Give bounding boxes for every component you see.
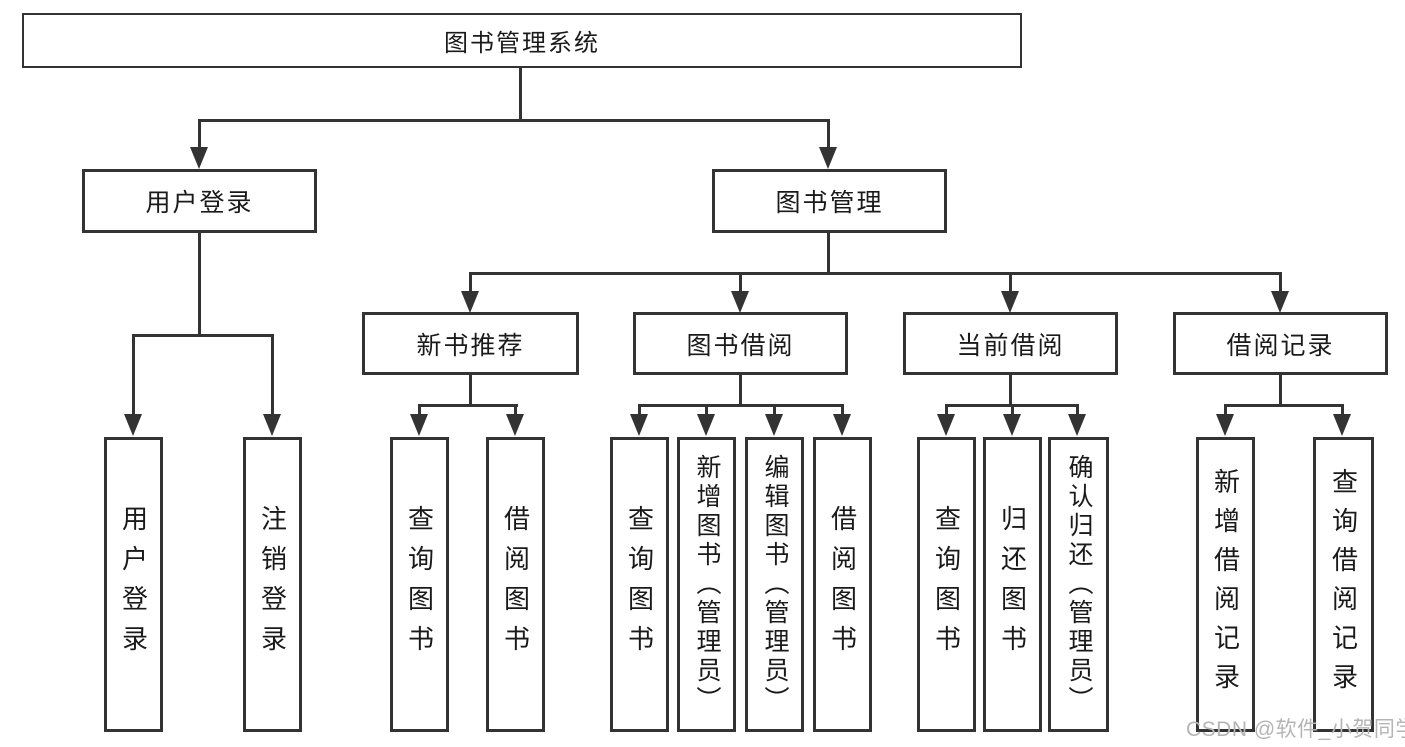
connector-vline [739, 375, 742, 406]
leaf-borrow-edit-admin-label: 编辑图书（管理员） [761, 454, 789, 715]
arrow-down-icon [124, 414, 142, 436]
connector-vline [519, 68, 522, 122]
connector-vline [1009, 375, 1012, 406]
connector-vline [1224, 404, 1227, 416]
leaf-borrow-add-admin: 新增图书（管理员） [677, 437, 736, 732]
arrow-down-icon [937, 414, 955, 436]
arrow-down-icon [697, 414, 715, 436]
connector-vline [638, 404, 641, 416]
arrow-down-icon [1333, 414, 1351, 436]
leaf-newbook-query-label: 查询图书 [404, 504, 435, 665]
connector-vline [198, 233, 201, 336]
leaf-current-confirm-admin: 确认归还（管理员） [1048, 437, 1109, 732]
leaf-newbook-borrow-label: 借阅图书 [500, 504, 531, 665]
leaf-borrow-query: 查询图书 [610, 437, 669, 732]
connector-hline [198, 119, 830, 122]
leaf-current-query: 查询图书 [917, 437, 976, 732]
leaf-borrow-edit-admin: 编辑图书（管理员） [745, 437, 804, 732]
connector-vline [469, 272, 472, 293]
node-book-borrowing-label: 图书借阅 [686, 331, 795, 360]
connector-hline [132, 334, 274, 337]
arrow-down-icon [1216, 414, 1234, 436]
leaf-record-add-label: 新增借阅记录 [1210, 467, 1241, 702]
arrow-down-icon [819, 147, 837, 169]
leaf-user-login: 用户登录 [104, 437, 163, 732]
connector-vline [469, 375, 472, 406]
leaf-logout: 注销登录 [243, 437, 302, 732]
connector-hline [469, 272, 1282, 275]
connector-vline [1076, 404, 1079, 416]
connector-vline [418, 404, 421, 416]
arrow-down-icon [1003, 414, 1021, 436]
connector-hline [1224, 404, 1344, 407]
leaf-current-query-label: 查询图书 [931, 504, 962, 665]
leaf-logout-label: 注销登录 [257, 504, 288, 665]
arrow-down-icon [765, 414, 783, 436]
arrow-down-icon [1271, 291, 1289, 313]
arrow-down-icon [461, 291, 479, 313]
arrow-down-icon [263, 414, 281, 436]
connector-vline [705, 404, 708, 416]
leaf-current-confirm-admin-label: 确认归还（管理员） [1065, 454, 1093, 715]
node-current-borrowing-label: 当前借阅 [956, 331, 1065, 360]
node-root: 图书管理系统 [22, 13, 1022, 68]
arrow-down-icon [630, 414, 648, 436]
leaf-borrow-query-label: 查询图书 [624, 504, 655, 665]
node-borrowing-records-label: 借阅记录 [1226, 331, 1335, 360]
node-root-label: 图书管理系统 [444, 30, 600, 57]
leaf-record-add: 新增借阅记录 [1196, 437, 1255, 732]
leaf-record-query: 查询借阅记录 [1313, 437, 1374, 732]
node-book-management-label: 图书管理 [775, 189, 884, 217]
connector-vline [1279, 272, 1282, 293]
node-new-book-recommend: 新书推荐 [362, 312, 579, 375]
connector-vline [271, 334, 274, 416]
node-new-book-recommend-label: 新书推荐 [416, 331, 525, 360]
connector-vline [198, 119, 201, 150]
connector-vline [773, 404, 776, 416]
arrow-down-icon [506, 414, 524, 436]
node-current-borrowing: 当前借阅 [903, 312, 1118, 375]
connector-vline [739, 272, 742, 293]
leaf-record-query-label: 查询借阅记录 [1328, 467, 1359, 702]
leaf-borrow-add-admin-label: 新增图书（管理员） [693, 454, 721, 715]
arrow-down-icon [833, 414, 851, 436]
arrow-down-icon [731, 291, 749, 313]
connector-vline [1341, 404, 1344, 416]
connector-vline [1279, 375, 1282, 406]
arrow-down-icon [410, 414, 428, 436]
node-user-login: 用户登录 [82, 169, 317, 233]
arrow-down-icon [190, 147, 208, 169]
leaf-newbook-borrow: 借阅图书 [486, 437, 545, 732]
connector-vline [1011, 404, 1014, 416]
leaf-current-return: 归还图书 [983, 437, 1042, 732]
node-book-borrowing: 图书借阅 [633, 312, 848, 375]
watermark: CSDN @软件_小贺同学 [1186, 718, 1405, 741]
leaf-user-login-label: 用户登录 [118, 504, 149, 665]
leaf-borrow-borrow: 借阅图书 [813, 437, 872, 732]
connector-vline [827, 233, 830, 274]
node-book-management: 图书管理 [712, 169, 947, 233]
arrow-down-icon [1001, 291, 1019, 313]
connector-hline [638, 404, 844, 407]
leaf-borrow-borrow-label: 借阅图书 [827, 504, 858, 665]
arrow-down-icon [1068, 414, 1086, 436]
leaf-current-return-label: 归还图书 [997, 504, 1028, 665]
leaf-newbook-query: 查询图书 [390, 437, 449, 732]
node-borrowing-records: 借阅记录 [1173, 312, 1388, 375]
connector-vline [132, 334, 135, 416]
connector-vline [514, 404, 517, 416]
connector-hline [418, 404, 518, 407]
connector-vline [1009, 272, 1012, 293]
connector-vline [841, 404, 844, 416]
connector-vline [827, 119, 830, 150]
node-user-login-label: 用户登录 [145, 189, 254, 217]
connector-vline [945, 404, 948, 416]
